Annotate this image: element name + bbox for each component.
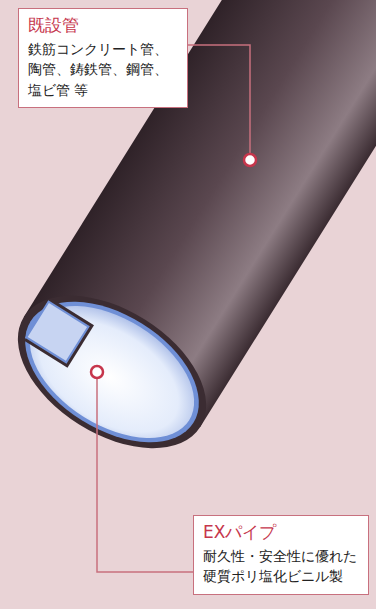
ex-pipe-inner xyxy=(7,279,218,465)
fold-notch-inner xyxy=(26,302,88,363)
callout-body: 耐久性・安全性に優れた 硬質ポリ塩化ビニル製 xyxy=(203,546,359,587)
callout-heading: 既設管 xyxy=(28,14,178,36)
fold-notch xyxy=(24,298,94,367)
callout-dot xyxy=(244,154,256,166)
callout-box: EXパイプ耐久性・安全性に優れた 硬質ポリ塩化ビニル製 xyxy=(193,515,369,595)
callout-body: 鉄筋コンクリート管、 陶管、鋳鉄管、鋼管、 塩ビ管 等 xyxy=(28,39,178,100)
leader-line xyxy=(97,376,193,572)
callout-dot xyxy=(91,366,103,378)
callout-heading: EXパイプ xyxy=(203,521,359,543)
leader-line xyxy=(188,45,250,156)
ex-pipe-ring xyxy=(0,273,223,471)
pipe-end-ring xyxy=(0,264,233,479)
callout-box: 既設管鉄筋コンクリート管、 陶管、鋳鉄管、鋼管、 塩ビ管 等 xyxy=(18,8,188,108)
existing-pipe xyxy=(0,0,376,480)
